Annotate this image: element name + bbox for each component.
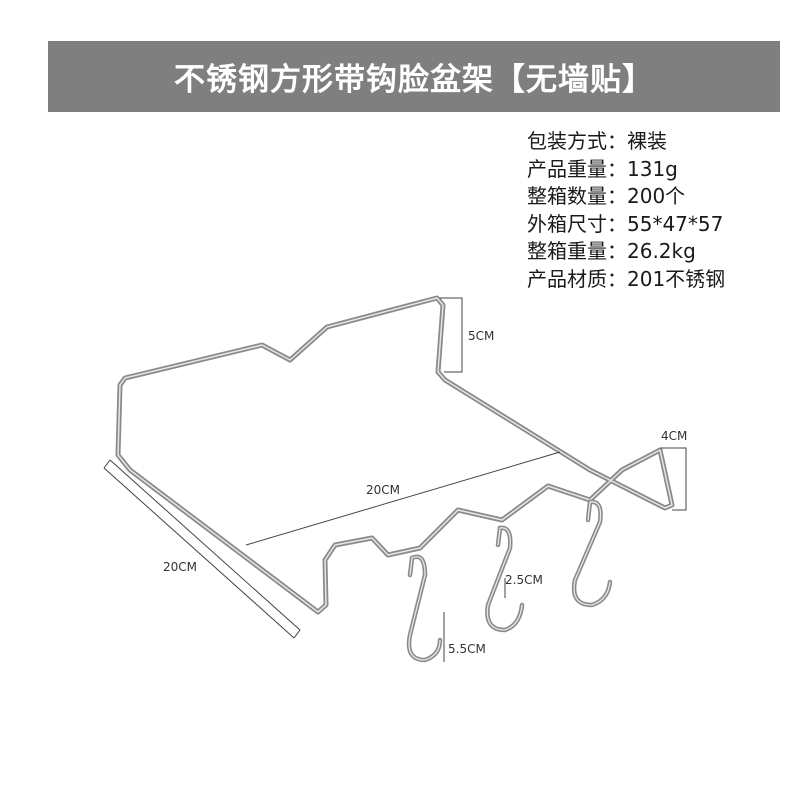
dim-back-height: 5CM (468, 329, 494, 343)
rack-frame-highlight (117, 297, 673, 613)
dim-depth: 20CM (163, 560, 197, 574)
spec-row-carton-qty: 整箱数量：200个 (527, 184, 686, 208)
rack-frame (115, 295, 675, 615)
dim-width: 20CM (366, 483, 400, 497)
dim-hook-gap: 2.5CM (505, 573, 543, 587)
dim-hook-length: 5.5CM (448, 642, 486, 656)
dimension-lines (103, 297, 687, 662)
title-banner: 不锈钢方形带钩脸盆架【无墙贴】 (48, 41, 780, 112)
spec-list: 包装方式：裸装 产品重量：131g 整箱数量：200个 外箱尺寸：55*47*5… (527, 128, 725, 293)
dim-hook-top: 4CM (661, 429, 687, 443)
spec-row-packaging: 包装方式：裸装 (527, 129, 667, 153)
spec-row-carton-size: 外箱尺寸：55*47*57 (527, 211, 724, 236)
spec-row-carton-weight: 整箱重量：26.2kg (527, 239, 696, 263)
spec-row-weight: 产品重量：131g (527, 156, 678, 181)
spec-row-material: 产品材质：201不锈钢 (527, 266, 726, 291)
hook-3 (571, 499, 613, 608)
product-title: 不锈钢方形带钩脸盆架【无墙贴】 (174, 62, 654, 98)
